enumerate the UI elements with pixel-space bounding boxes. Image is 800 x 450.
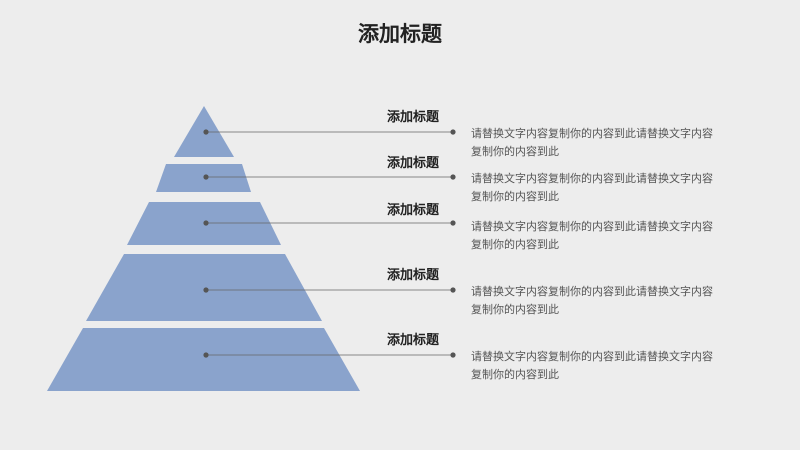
connector-dot-start-1 [203, 129, 209, 135]
connector-dot-end-3 [450, 220, 456, 226]
connector-dot-start-2 [203, 174, 209, 180]
level-5-text: 请替换文字内容复制你的内容到此请替换文字内容复制你的内容到此 [471, 350, 713, 381]
level-3-heading: 添加标题 [387, 203, 440, 218]
level-3-text: 请替换文字内容复制你的内容到此请替换文字内容复制你的内容到此 [471, 220, 713, 251]
connector-dot-end-2 [450, 174, 456, 180]
level-2-text: 请替换文字内容复制你的内容到此请替换文字内容复制你的内容到此 [471, 172, 713, 203]
pyramid-layer-2 [156, 164, 251, 192]
pyramid-layer-4 [86, 254, 322, 321]
level-4-heading: 添加标题 [387, 268, 440, 283]
connector-dot-end-5 [450, 352, 456, 358]
connector-dot-end-4 [450, 287, 456, 293]
level-4-text: 请替换文字内容复制你的内容到此请替换文字内容复制你的内容到此 [471, 285, 713, 316]
level-5-heading: 添加标题 [387, 333, 440, 348]
pyramid-layer-5 [47, 328, 360, 391]
level-1-text: 请替换文字内容复制你的内容到此请替换文字内容复制你的内容到此 [471, 127, 713, 158]
connector-dot-end-1 [450, 129, 456, 135]
slide-title: 添加标题 [358, 22, 442, 46]
level-1-heading: 添加标题 [387, 110, 440, 125]
connector-dot-start-5 [203, 352, 209, 358]
level-2-heading: 添加标题 [387, 156, 440, 171]
connector-dot-start-3 [203, 220, 209, 226]
connector-dot-start-4 [203, 287, 209, 293]
